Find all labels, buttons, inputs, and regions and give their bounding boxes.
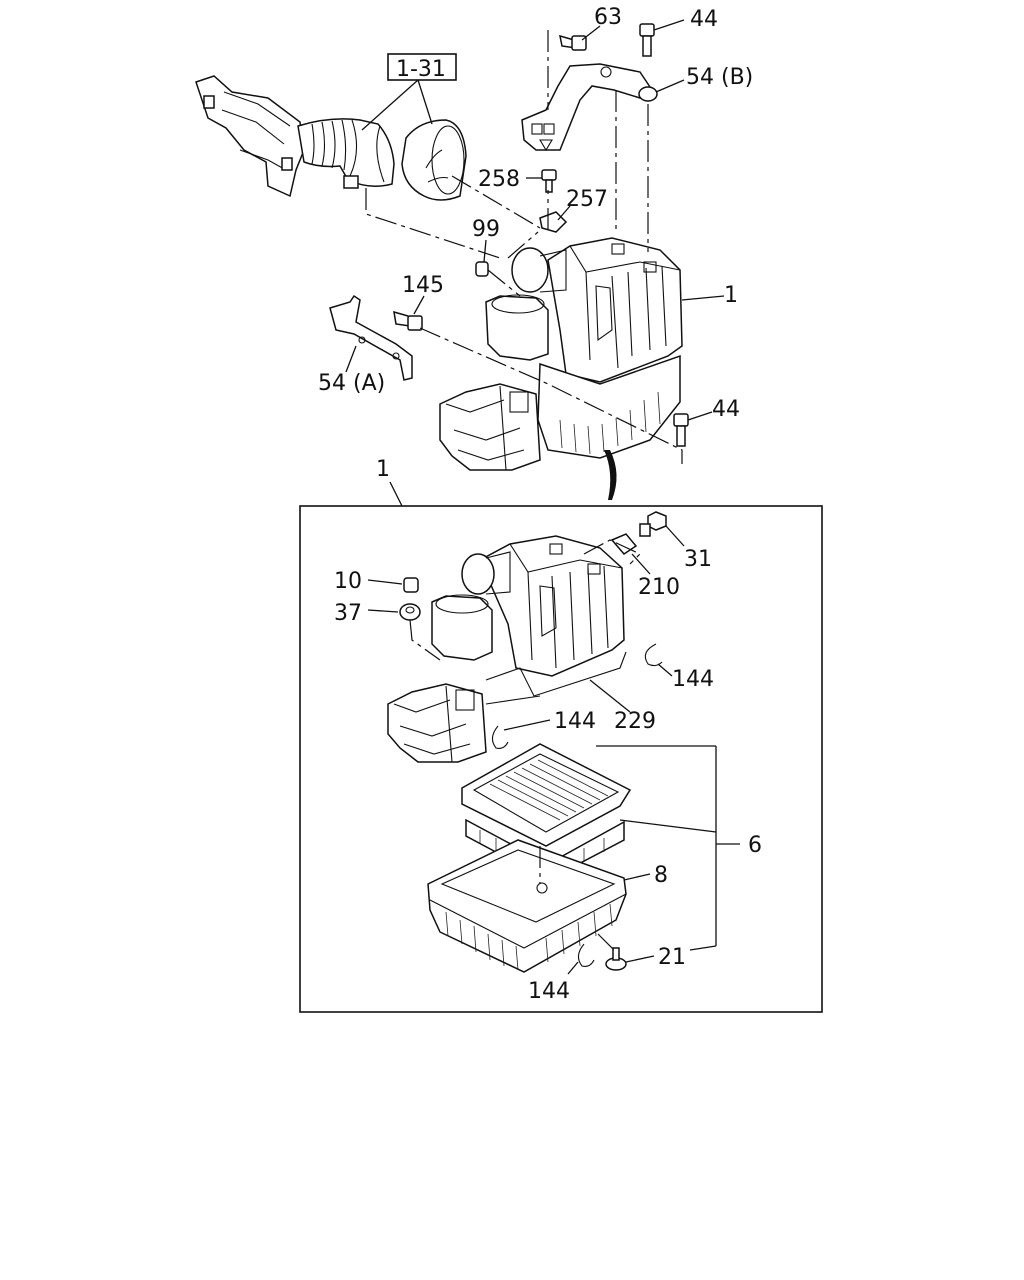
detail-frame — [299, 505, 823, 1013]
intake-hose — [297, 118, 395, 189]
guide-210 — [583, 539, 642, 565]
reference-box-1-31: 1-31 — [361, 53, 457, 131]
resonator — [401, 119, 467, 201]
clip-257 — [539, 211, 568, 233]
callout-1-31: 1-31 — [396, 57, 446, 82]
bracket-54a — [329, 294, 413, 381]
callout-257: 257 — [566, 187, 608, 212]
bolt-44-mid — [673, 413, 689, 447]
lower-case — [427, 839, 627, 973]
callout-229: 229 — [614, 709, 656, 734]
callout-1-box: 1 — [376, 457, 390, 482]
grommet-99 — [475, 261, 489, 277]
callout-44-top: 44 — [690, 7, 718, 32]
air-cleaner-assembly-upper — [439, 237, 683, 471]
guide-21 — [597, 933, 615, 951]
callout-210: 210 — [638, 575, 680, 600]
bracket-54b — [521, 63, 654, 152]
clip-144-bottom — [577, 943, 595, 967]
callout-144-right: 144 — [672, 667, 714, 692]
callout-258: 258 — [478, 167, 520, 192]
grommet-54b — [638, 86, 658, 102]
grommet-37 — [399, 603, 421, 621]
callout-6: 6 — [748, 833, 762, 858]
callout-54b: 54 (B) — [686, 65, 753, 90]
guide-37 — [409, 619, 441, 661]
callout-144-mid: 144 — [554, 709, 596, 734]
bolt-258 — [541, 169, 557, 193]
callout-21: 21 — [658, 945, 686, 970]
upper-case — [387, 535, 627, 763]
bolt-145 — [393, 310, 423, 331]
bolt-44-top — [639, 23, 655, 57]
bracket-lines-6 — [596, 745, 740, 951]
guide-lines-upper — [365, 30, 683, 464]
bolt-63 — [559, 34, 587, 51]
callout-44-mid: 44 — [712, 397, 740, 422]
detail-arrow — [604, 450, 617, 500]
callout-63: 63 — [594, 5, 622, 30]
callout-99: 99 — [472, 217, 500, 242]
clip-144-mid — [491, 725, 509, 749]
bolt-31 — [639, 511, 667, 537]
grommet-10 — [403, 577, 419, 593]
callout-144-bottom: 144 — [528, 979, 570, 1004]
bolt-21 — [605, 947, 627, 971]
callout-1-top: 1 — [724, 283, 738, 308]
callout-37: 37 — [334, 601, 362, 626]
callout-54a: 54 (A) — [318, 371, 385, 396]
callout-10: 10 — [334, 569, 362, 594]
clip-144-right — [644, 643, 663, 667]
intake-duct — [195, 75, 305, 198]
callout-31: 31 — [684, 547, 712, 572]
callout-145: 145 — [402, 273, 444, 298]
callout-8: 8 — [654, 863, 668, 888]
